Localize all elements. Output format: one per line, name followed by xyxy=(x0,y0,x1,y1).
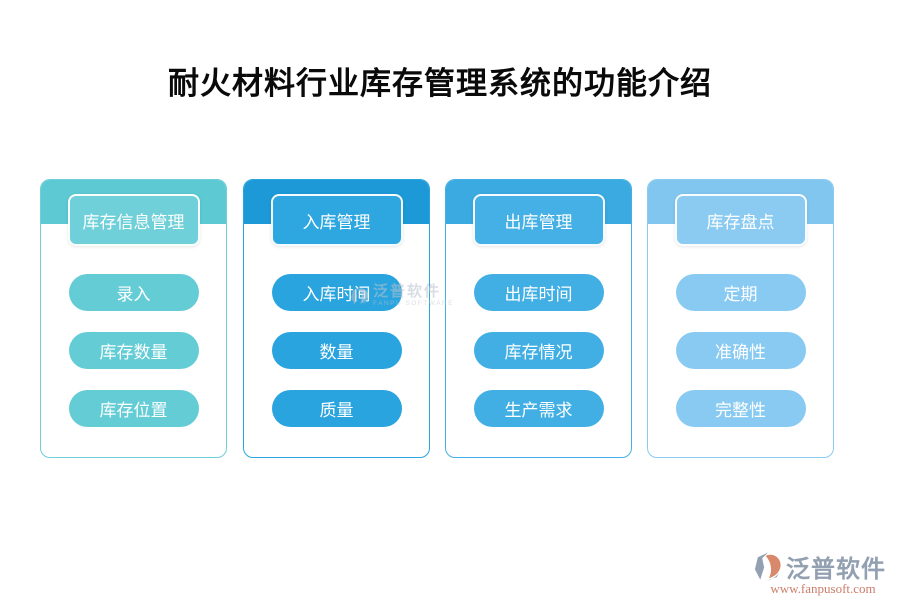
card-item-button[interactable]: 库存数量 xyxy=(68,332,199,369)
card-item-label: 定期 xyxy=(723,285,758,304)
card-item-label: 完整性 xyxy=(715,401,766,420)
card-outbound-management: 出库管理 出库时间 库存情况 生产需求 xyxy=(445,179,632,458)
card-header-button[interactable]: 库存盘点 xyxy=(674,194,807,246)
card-item-label: 数量 xyxy=(319,343,354,362)
card-item-button[interactable]: 完整性 xyxy=(675,390,806,427)
card-header-label: 库存盘点 xyxy=(706,212,775,232)
card-item-label: 质量 xyxy=(319,401,354,420)
card-inventory-check: 库存盘点 定期 准确性 完整性 xyxy=(647,179,834,458)
fanpu-footer-logo: 泛普软件 www.fanpusoft.com xyxy=(753,549,893,597)
card-header-button[interactable]: 库存信息管理 xyxy=(67,194,200,246)
card-header-label: 出库管理 xyxy=(504,212,573,232)
page-title: 耐火材料行业库存管理系统的功能介绍 xyxy=(168,66,712,101)
card-item-label: 入库时间 xyxy=(302,285,371,304)
card-inbound-management: 入库管理 入库时间 数量 质量 xyxy=(243,179,430,458)
card-item-button[interactable]: 定期 xyxy=(675,274,806,311)
footer-logo-name: 泛普软件 xyxy=(786,556,886,583)
card-header-button[interactable]: 出库管理 xyxy=(472,194,605,246)
card-item-label: 生产需求 xyxy=(504,401,573,420)
card-item-button[interactable]: 数量 xyxy=(271,332,402,369)
card-item-label: 库存情况 xyxy=(504,343,573,362)
fanpu-logo-icon xyxy=(754,552,781,581)
card-item-button[interactable]: 准确性 xyxy=(675,332,806,369)
card-item-label: 准确性 xyxy=(715,343,766,362)
card-item-button[interactable]: 入库时间 xyxy=(271,274,402,311)
card-item-label: 库存位置 xyxy=(99,401,168,420)
footer-logo-url[interactable]: www.fanpusoft.com xyxy=(770,581,876,596)
card-header-label: 库存信息管理 xyxy=(82,212,185,232)
card-item-label: 库存数量 xyxy=(99,343,168,362)
card-header-label: 入库管理 xyxy=(302,212,371,232)
card-item-label: 录入 xyxy=(116,285,151,304)
card-header-button[interactable]: 入库管理 xyxy=(270,194,403,246)
card-inventory-info: 库存信息管理 录入 库存数量 库存位置 xyxy=(40,179,227,458)
card-item-button[interactable]: 质量 xyxy=(271,390,402,427)
card-item-button[interactable]: 库存情况 xyxy=(473,332,604,369)
card-item-label: 出库时间 xyxy=(504,285,573,304)
card-item-button[interactable]: 出库时间 xyxy=(473,274,604,311)
card-item-button[interactable]: 录入 xyxy=(68,274,199,311)
card-item-button[interactable]: 生产需求 xyxy=(473,390,604,427)
card-item-button[interactable]: 库存位置 xyxy=(68,390,199,427)
